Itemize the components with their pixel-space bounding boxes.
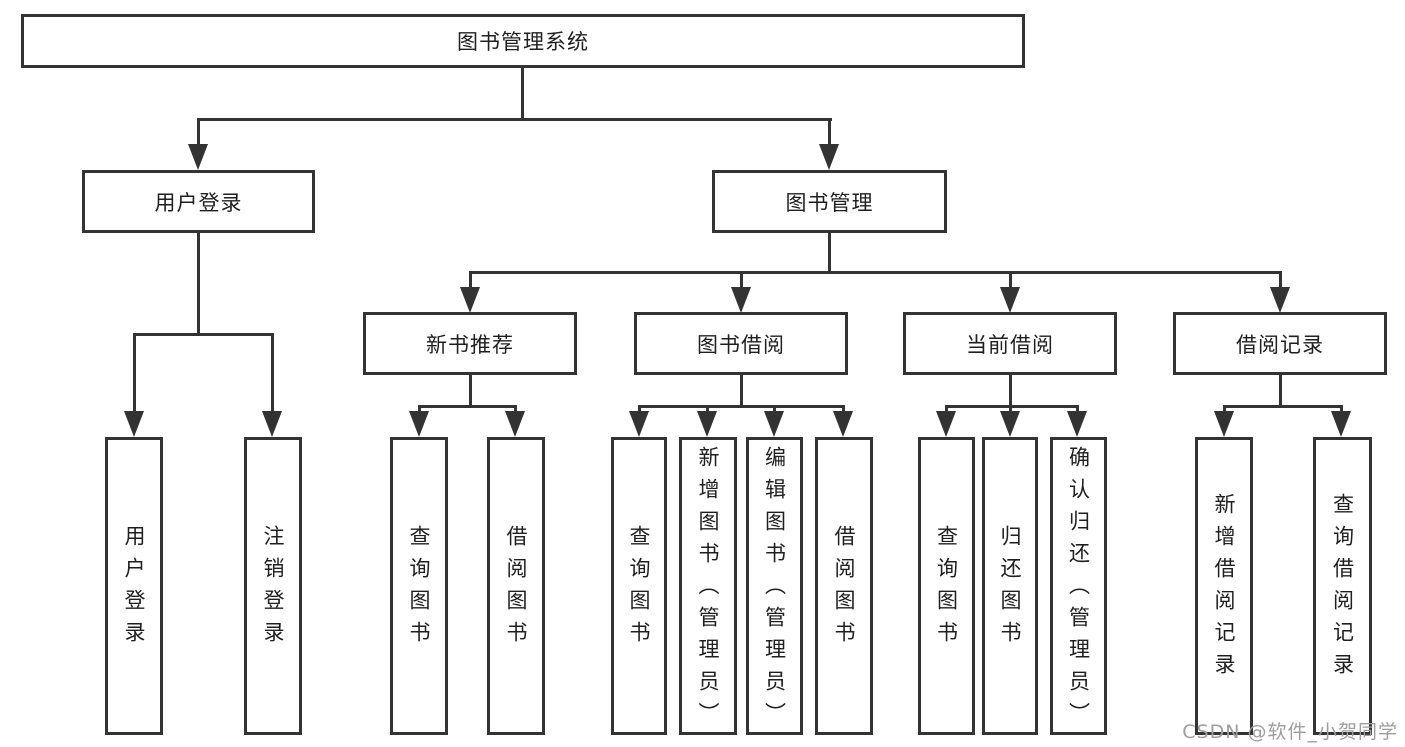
arrow-down-icon <box>1270 287 1290 313</box>
node-current-borrow-label: 当前借阅 <box>966 332 1054 357</box>
leaf-cb-confirm-return-admin: 确认归还（管理员） <box>1050 437 1107 735</box>
connector-current-borrow-stem <box>1009 375 1012 408</box>
node-borrow-records-label: 借阅记录 <box>1236 332 1324 357</box>
node-root: 图书管理系统 <box>21 14 1025 68</box>
leaf-cb-return-books-label: 归还图书 <box>998 525 1022 653</box>
connector-borrow-records-split <box>1223 405 1342 408</box>
csdn-watermark: CSDN @软件_小贺同学 <box>1182 721 1398 743</box>
connector-root-split <box>197 118 832 121</box>
connector-drop-leaf-user-login <box>133 333 136 413</box>
leaf-logout: 注销登录 <box>244 437 302 735</box>
leaf-user-login: 用户登录 <box>105 437 163 735</box>
arrow-down-icon <box>697 411 717 437</box>
node-book-borrow-label: 图书借阅 <box>697 332 785 357</box>
arrow-down-icon <box>819 144 839 170</box>
connector-drop <box>1223 405 1226 413</box>
arrow-down-icon <box>936 411 956 437</box>
leaf-rec-borrow-books-label: 借阅图书 <box>504 525 528 653</box>
leaf-bb-borrow-books-label: 借阅图书 <box>832 525 856 653</box>
leaf-cb-query-books-label: 查询图书 <box>934 525 959 653</box>
node-book-borrow: 图书借阅 <box>634 312 848 375</box>
connector-drop <box>418 405 421 413</box>
leaf-cb-confirm-return-admin-label: 确认归还（管理员） <box>1066 446 1091 734</box>
connector-drop-book-borrow <box>740 271 743 289</box>
node-new-book-rec: 新书推荐 <box>363 312 577 375</box>
leaf-br-query-record-label: 查询借阅记录 <box>1330 493 1355 685</box>
connector-book-mgmt-stem <box>828 233 831 273</box>
connector-new-book-rec-split <box>418 405 517 408</box>
leaf-cb-return-books: 归还图书 <box>982 437 1038 735</box>
connector-drop-user-login <box>197 118 200 148</box>
connector-borrow-records-stem <box>1279 375 1282 408</box>
node-user-login: 用户登录 <box>82 170 315 233</box>
node-current-borrow: 当前借阅 <box>903 312 1117 375</box>
connector-drop-book-mgmt <box>828 118 831 148</box>
leaf-user-login-label: 用户登录 <box>122 525 146 653</box>
connector-drop <box>514 405 517 413</box>
leaf-bb-edit-books-admin: 编辑图书（管理员） <box>746 437 803 735</box>
node-book-mgmt: 图书管理 <box>712 170 947 233</box>
connector-drop <box>1340 405 1343 413</box>
connector-new-book-rec-stem <box>469 375 472 408</box>
node-book-mgmt-label: 图书管理 <box>785 190 874 215</box>
leaf-br-add-record-label: 新增借阅记录 <box>1212 493 1236 685</box>
connector-book-borrow-stem <box>740 375 743 408</box>
arrow-down-icon <box>460 287 480 313</box>
leaf-rec-query-books-label: 查询图书 <box>407 525 431 653</box>
node-new-book-rec-label: 新书推荐 <box>426 332 514 357</box>
arrow-down-icon <box>409 411 429 437</box>
leaf-bb-add-books-admin-label: 新增图书（管理员） <box>696 446 720 734</box>
arrow-down-icon <box>188 144 208 170</box>
leaf-bb-add-books-admin: 新增图书（管理员） <box>679 437 737 735</box>
connector-drop <box>945 405 948 413</box>
arrow-down-icon <box>1067 411 1087 437</box>
arrow-down-icon <box>1214 411 1234 437</box>
leaf-br-query-record: 查询借阅记录 <box>1313 437 1372 735</box>
leaf-br-add-record: 新增借阅记录 <box>1195 437 1253 735</box>
leaf-logout-label: 注销登录 <box>261 525 285 653</box>
connector-drop-borrow-records <box>1279 271 1282 289</box>
connector-drop <box>773 405 776 413</box>
connector-drop-current-borrow <box>1009 271 1012 289</box>
connector-drop <box>842 405 845 413</box>
leaf-bb-query-books-label: 查询图书 <box>627 525 651 653</box>
arrow-down-icon <box>262 411 282 437</box>
leaf-bb-borrow-books: 借阅图书 <box>815 437 873 735</box>
connector-book-borrow-split <box>638 405 844 408</box>
node-user-login-label: 用户登录 <box>154 190 243 215</box>
connector-book-mgmt-split <box>469 271 1282 274</box>
connector-drop <box>1009 405 1012 413</box>
arrow-down-icon <box>1000 287 1020 313</box>
leaf-bb-query-books: 查询图书 <box>611 437 667 735</box>
connector-root-stem <box>521 68 524 120</box>
arrow-down-icon <box>629 411 649 437</box>
leaf-bb-edit-books-admin-label: 编辑图书（管理员） <box>762 446 787 734</box>
arrow-down-icon <box>764 411 784 437</box>
arrow-down-icon <box>731 287 751 313</box>
connector-user-login-split <box>133 333 273 336</box>
arrow-down-icon <box>833 411 853 437</box>
connector-user-login-stem <box>197 233 200 335</box>
connector-drop-leaf-logout <box>271 333 274 413</box>
node-root-label: 图书管理系统 <box>457 30 589 54</box>
connector-drop <box>638 405 641 413</box>
arrow-down-icon <box>1000 411 1020 437</box>
arrow-down-icon <box>1331 411 1351 437</box>
leaf-cb-query-books: 查询图书 <box>918 437 975 735</box>
leaf-rec-query-books: 查询图书 <box>390 437 448 735</box>
arrow-down-icon <box>124 411 144 437</box>
arrow-down-icon <box>505 411 525 437</box>
leaf-rec-borrow-books: 借阅图书 <box>487 437 545 735</box>
connector-drop <box>1076 405 1079 413</box>
connector-drop-new-book-rec <box>469 271 472 289</box>
node-borrow-records: 借阅记录 <box>1173 312 1387 375</box>
connector-drop <box>706 405 709 413</box>
